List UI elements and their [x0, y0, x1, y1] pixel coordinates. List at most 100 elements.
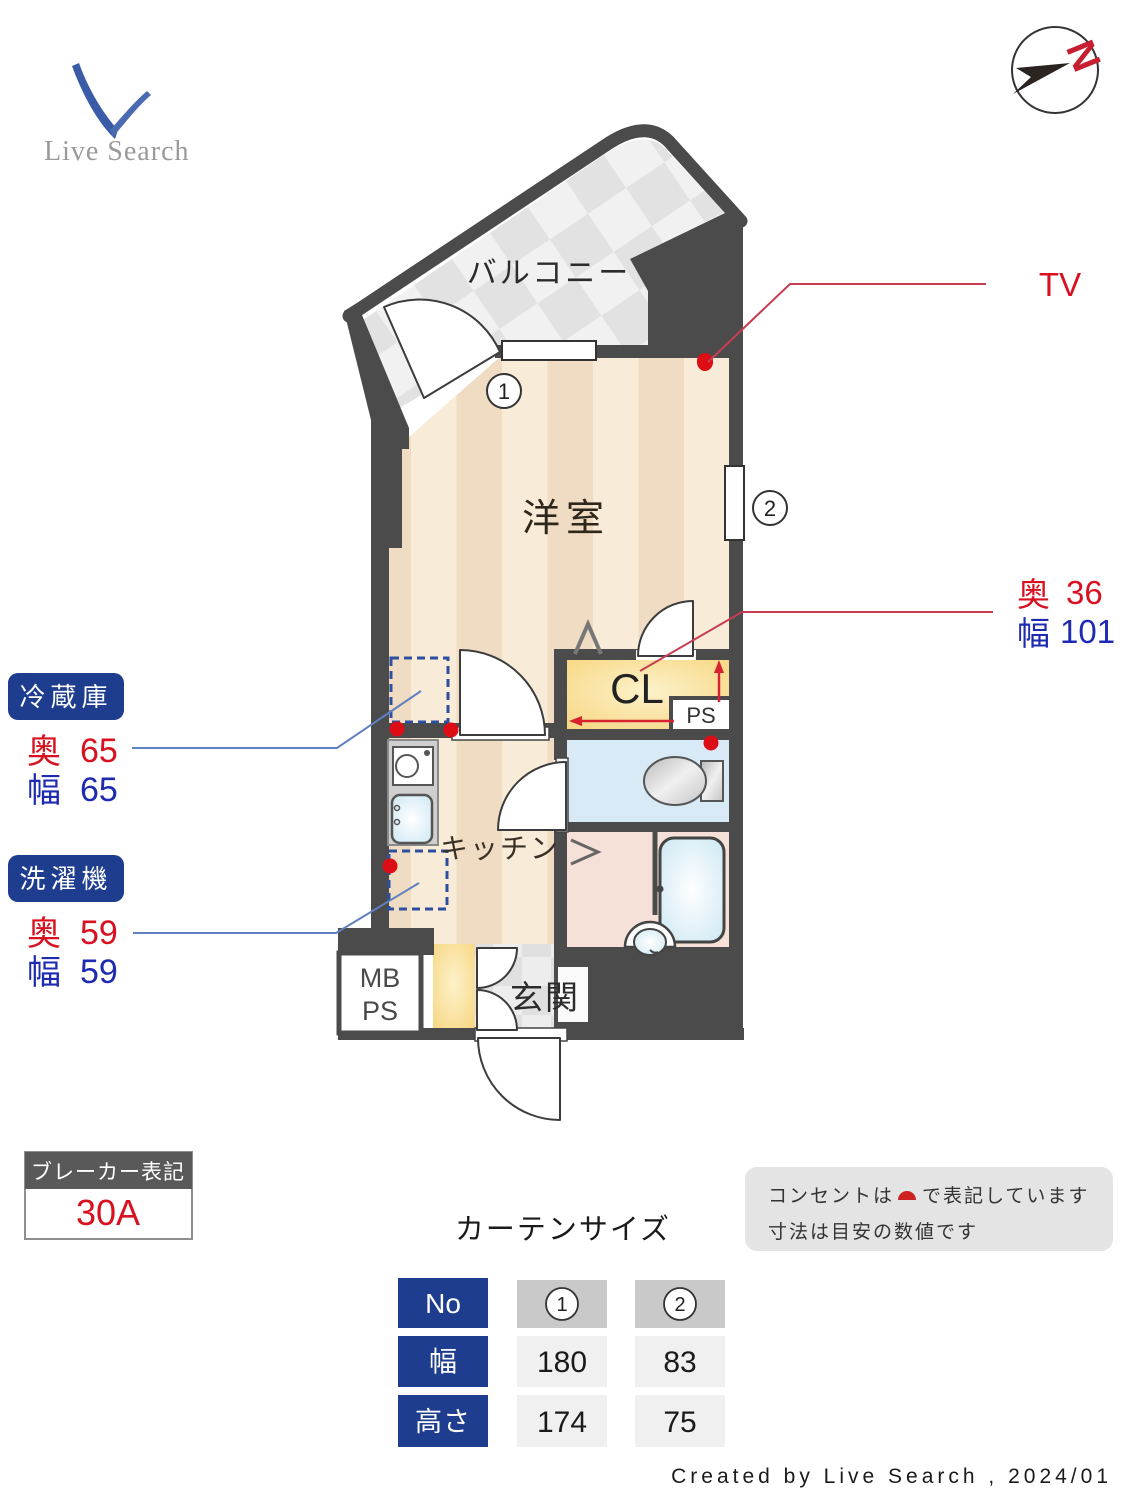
row-header-width [398, 1336, 488, 1387]
logo-text: Live Search [44, 136, 190, 167]
diagonal-wall [344, 303, 409, 449]
compass: N [1011, 26, 1109, 114]
closet-width-value: 101 [1060, 613, 1115, 650]
pipe-space-label: PS [686, 703, 715, 728]
outlet-tv [696, 353, 714, 372]
fridge-depth-value: 65 [80, 732, 118, 770]
window-marker-1-label: 1 [498, 379, 510, 404]
logo-check-icon [72, 63, 118, 139]
fridge-width-label: 幅 [27, 772, 61, 810]
shoe-cabinet [433, 944, 475, 1032]
window-marker-2-label: 2 [764, 496, 776, 521]
toilet-bowl-icon [643, 756, 707, 806]
outlet-washer [382, 858, 398, 874]
hatch-triangle-icon [573, 618, 603, 655]
bathtub-icon [658, 836, 726, 944]
notes-line2: 寸法は目安の数値です [768, 1221, 978, 1243]
notes-line1-after: で表記しています [922, 1185, 1089, 1207]
washer-badge-label: 洗濯機 [19, 864, 112, 894]
stove-knob-icon [424, 750, 430, 756]
shoe-cabinet-door-upper [476, 947, 518, 989]
meter-box-label-mb: MB [360, 963, 401, 993]
meter-box-label-ps: PS [362, 996, 398, 1026]
window-1 [501, 340, 597, 361]
meter-box-rect [336, 950, 424, 1036]
logo-check-icon-2 [110, 91, 151, 137]
fridge-leader-line [132, 690, 422, 749]
notes-bg [745, 1167, 1113, 1251]
closet-door [637, 600, 694, 657]
closet-width-arrowhead-icon [569, 716, 582, 726]
bathroom-fixtures [623, 832, 726, 956]
curtain-table: カーテンサイズ No 幅 高さ 1 2 180 83 174 75 [398, 1213, 725, 1447]
window-marker-2-circle [752, 490, 788, 526]
right-wall [729, 218, 743, 1040]
closet-depth-arrowhead-icon [714, 660, 724, 673]
window-markers: 1 2 [486, 373, 788, 526]
cell-height-2 [635, 1395, 725, 1447]
doors [383, 298, 694, 1121]
closet-arrows [569, 660, 724, 726]
table-marker-1-circle [545, 1287, 579, 1321]
breaker-value: 30A [76, 1192, 140, 1233]
window-2 [724, 465, 745, 541]
outlet-fridge-1 [389, 721, 405, 737]
breaker-title: ブレーカー表記 [31, 1161, 185, 1184]
entrance-label: 玄関 [510, 979, 580, 1016]
washer-badge [8, 855, 124, 902]
tub-drain-icon [656, 885, 664, 893]
breaker-box: ブレーカー表記 30A [24, 1151, 193, 1240]
tv-leader-line [707, 283, 986, 363]
shoe-cabinet-door-lower [476, 989, 518, 1031]
balcony-door [383, 298, 501, 399]
toilet-door [497, 761, 567, 831]
row-header-no-label: No [425, 1288, 461, 1319]
cell-height-1 [517, 1395, 607, 1447]
faucet-dot-icon [393, 804, 401, 812]
meter-box: MB PS [336, 950, 424, 1036]
kitchen-counter [387, 739, 439, 846]
toilet-top-wall [554, 729, 743, 740]
notes-line1-before: コンセントは [768, 1186, 894, 1207]
kitchen-label: キッチン [440, 833, 560, 864]
faucet-dot2-icon [393, 818, 401, 826]
pipe-space-box: PS [669, 696, 733, 733]
footer-credit: Created by Live Search , 2024/01 [671, 1465, 1112, 1488]
entrance-step-overlay [558, 967, 588, 1022]
row-header-no [398, 1278, 488, 1328]
washer-width-label: 幅 [27, 954, 61, 992]
washer-annotation: 洗濯機 奥 59 幅 59 [8, 855, 124, 992]
cell-width-2 [635, 1336, 725, 1387]
balcony-label: バルコニー [467, 257, 631, 290]
fridge-width-value: 65 [80, 771, 118, 809]
cell-width-1 [517, 1336, 607, 1387]
fridge-depth-label: 奥 [27, 733, 61, 771]
cell-width-2-value: 83 [663, 1346, 696, 1379]
pipe-space-rect [669, 696, 733, 733]
fridge-annotation: 冷蔵庫 奥 65 幅 65 [8, 673, 124, 810]
table-marker-2-circle [663, 1287, 697, 1321]
outlet-toilet [703, 735, 719, 751]
living-room-label: 洋室 [522, 498, 610, 540]
kitchen-sink-icon [390, 793, 434, 845]
curtain-table-title: カーテンサイズ [455, 1213, 671, 1246]
closet-depth-label: 奥 [1017, 576, 1050, 613]
washer-leader-line [133, 882, 420, 934]
cell-height-1-value: 174 [537, 1406, 587, 1439]
washer-dashed-box [387, 849, 449, 911]
outlet-legend-icon [898, 1191, 916, 1200]
bath-sink-bowl-icon [633, 928, 667, 956]
washer-width-value: 59 [80, 953, 118, 991]
row-header-height [398, 1395, 488, 1447]
outlet-fridge-2 [443, 722, 459, 738]
toilet-bath-wall [567, 822, 743, 832]
left-wall-lower [371, 548, 389, 955]
bath-fold-door-icon [570, 838, 602, 866]
fridge-dashed-box [389, 656, 450, 724]
walls [338, 124, 748, 1040]
closet-depth-value: 36 [1066, 574, 1103, 611]
fridge-badge-label: 冷蔵庫 [19, 682, 112, 712]
kitchen-divider-wall-upper [554, 649, 567, 760]
